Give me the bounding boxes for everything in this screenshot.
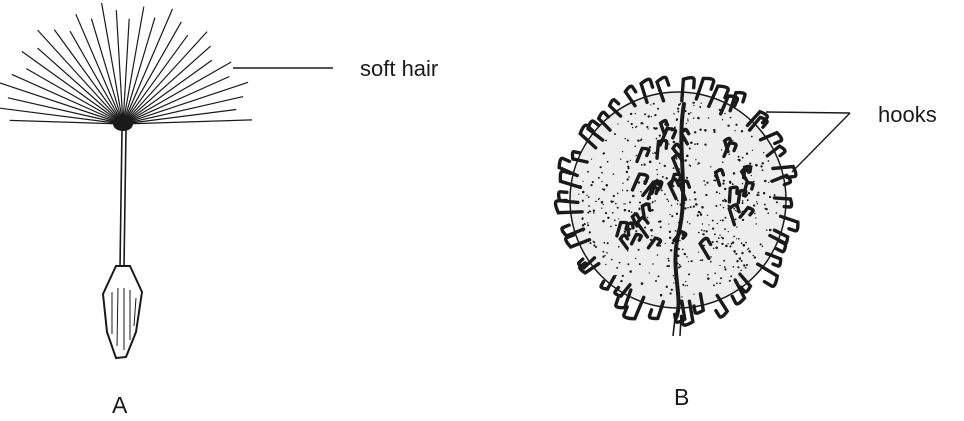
caption-b: B bbox=[674, 386, 689, 409]
pappus-centre bbox=[113, 117, 133, 131]
soft-hair-pappus bbox=[0, 3, 252, 124]
label-soft-hair: soft hair bbox=[360, 58, 438, 80]
seed-body bbox=[103, 266, 142, 358]
seed-a bbox=[0, 3, 333, 358]
seed-stalk bbox=[120, 130, 126, 268]
seed-b bbox=[556, 77, 850, 336]
label-hooks: hooks bbox=[878, 104, 937, 126]
caption-a: A bbox=[112, 394, 127, 417]
